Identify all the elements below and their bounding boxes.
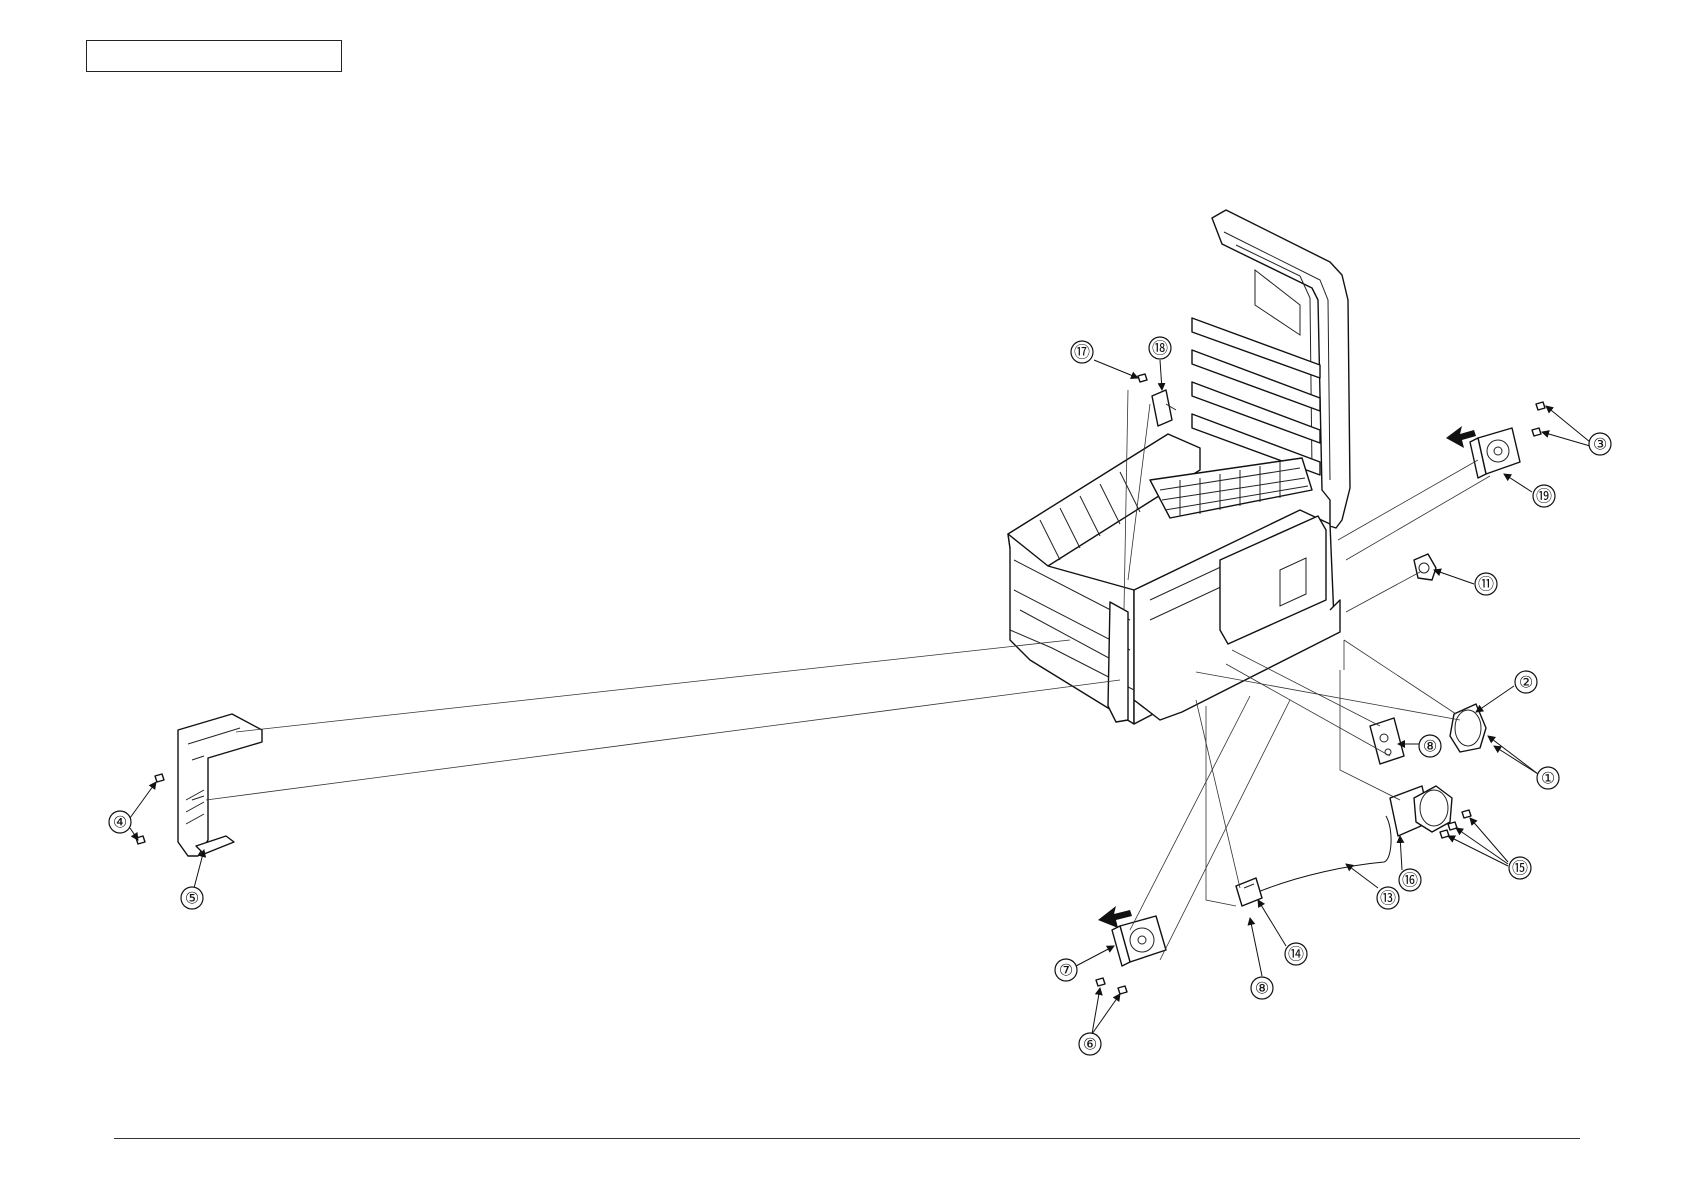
svg-text:③: ③ (1593, 435, 1607, 454)
callout-15: ⑮ (1448, 818, 1531, 879)
svg-text:⑧: ⑧ (1423, 737, 1437, 756)
svg-text:⑧: ⑧ (1255, 979, 1269, 998)
part-14-sensor (1236, 878, 1262, 906)
svg-text:⑬: ⑬ (1380, 889, 1396, 908)
callout-14: ⑭ (1258, 900, 1307, 965)
callouts: ① ② ③ ④ ⑤ (109, 337, 1611, 1055)
svg-text:④: ④ (113, 813, 127, 832)
part-8-bracket (1370, 718, 1404, 764)
footer-rule (114, 1138, 1580, 1139)
callout-19: ⑲ (1504, 474, 1555, 507)
part-18-hinge (1152, 390, 1176, 426)
svg-text:⑮: ⑮ (1512, 859, 1528, 878)
svg-text:⑯: ⑯ (1402, 871, 1418, 890)
part-2-motor (1450, 704, 1486, 752)
svg-text:⑪: ⑪ (1478, 575, 1494, 594)
printer-chassis (1008, 210, 1350, 724)
callout-5: ⑤ (181, 850, 204, 909)
callout-3: ③ (1542, 406, 1611, 455)
svg-text:⑰: ⑰ (1074, 343, 1090, 362)
part-16-motor-bracket (1390, 786, 1452, 836)
svg-text:⑱: ⑱ (1152, 339, 1168, 358)
svg-text:⑲: ⑲ (1536, 487, 1552, 506)
callout-4: ④ (109, 782, 156, 840)
callout-13: ⑬ (1346, 864, 1399, 909)
svg-text:⑥: ⑥ (1083, 1035, 1097, 1054)
callout-16: ⑯ (1399, 836, 1421, 891)
callout-7: ⑦ (1055, 946, 1114, 981)
svg-text:⑦: ⑦ (1059, 961, 1073, 980)
part-13-cable (1258, 816, 1391, 892)
callout-1: ① (1488, 736, 1559, 789)
callout-17: ⑰ (1071, 341, 1138, 378)
callout-8-lower: ⑧ (1250, 918, 1273, 999)
svg-text:⑭: ⑭ (1288, 945, 1304, 964)
part-19-fan (1470, 428, 1520, 478)
callout-8-upper: ⑧ (1398, 735, 1441, 757)
callout-18: ⑱ (1149, 337, 1171, 390)
svg-text:①: ① (1541, 769, 1555, 788)
svg-text:⑤: ⑤ (185, 889, 199, 908)
part-6-screws (1096, 978, 1127, 994)
part-5-bracket (178, 714, 262, 856)
callout-6: ⑥ (1079, 988, 1120, 1055)
part-17-screw (1138, 374, 1147, 382)
part-7-fan (1112, 916, 1166, 966)
part-3-screws (1532, 402, 1545, 436)
callout-11: ⑪ (1434, 570, 1497, 595)
svg-text:②: ② (1519, 673, 1533, 692)
callout-2: ② (1476, 671, 1537, 712)
part-11-fitting (1414, 554, 1436, 580)
part-4-screws (136, 774, 164, 844)
